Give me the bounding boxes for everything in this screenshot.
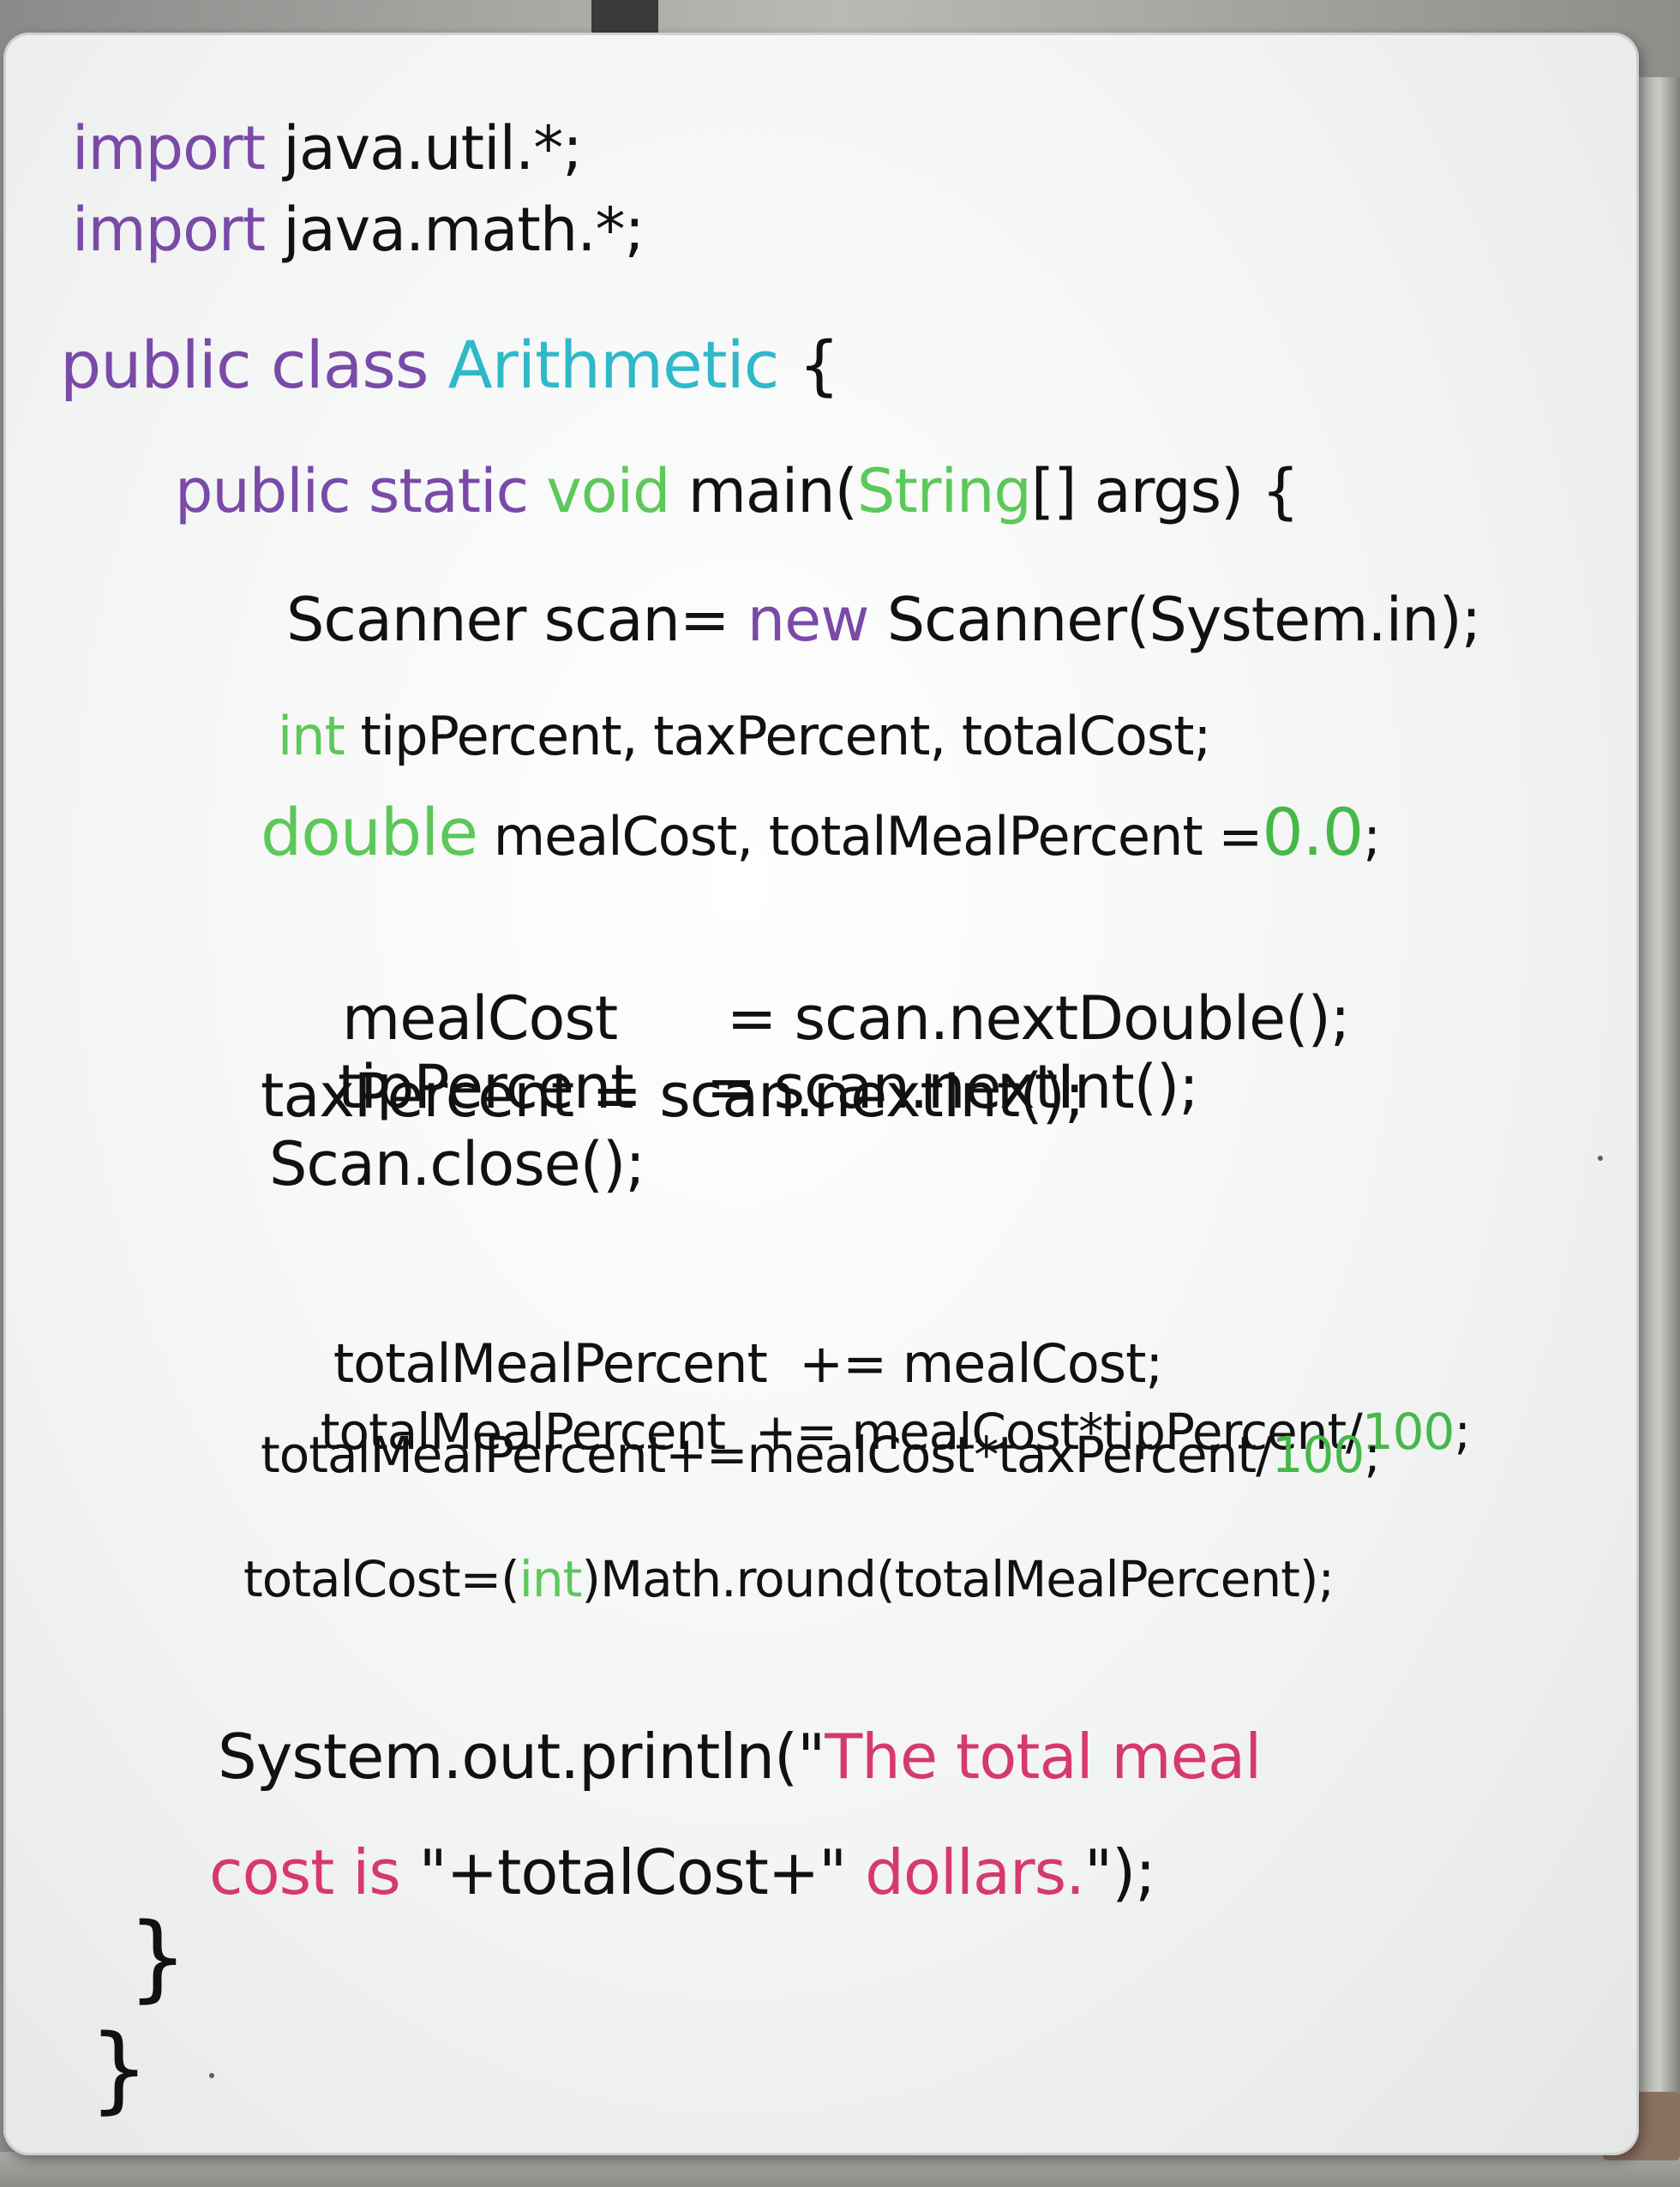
keyword: new bbox=[747, 585, 870, 655]
closing-brace: } bbox=[128, 1902, 188, 2012]
code-line-int-decl: int tipPercent, taxPercent, totalCost; bbox=[278, 710, 1211, 763]
code-text: "+totalCost+" bbox=[418, 1836, 848, 1908]
keyword: public class bbox=[60, 327, 448, 403]
string-literal: cost is bbox=[209, 1836, 419, 1908]
string-literal: The total meal bbox=[825, 1721, 1262, 1793]
code-text: java.math.*; bbox=[265, 195, 645, 265]
code-text: main( bbox=[669, 456, 858, 526]
code-line-println-start: System.out.println("The total meal bbox=[218, 1726, 1262, 1787]
code-text: tipPercent = scan.nextInt(); bbox=[338, 1052, 1199, 1122]
code-text: )Math.round(totalMealPercent); bbox=[581, 1550, 1335, 1608]
code-line-tip-read: tipPercent = scan.nextInt(); bbox=[265, 997, 1199, 1177]
code-text: taxPercent = scan.nextInt(); bbox=[261, 1060, 1085, 1131]
code-text: Scanner(System.in); bbox=[868, 585, 1482, 655]
class-name: Arithmetic bbox=[447, 327, 780, 403]
code-text: ; bbox=[1364, 1426, 1381, 1484]
code-line-scan-close: Scan.close(); bbox=[269, 1134, 645, 1194]
code-line-import-util: import java.util.*; bbox=[72, 118, 583, 178]
code-line-main-decl: public static void main(String[] args) { bbox=[175, 461, 1299, 521]
code-line-mealcost-read: mealCost = scan.nextDouble(); bbox=[269, 928, 1350, 1109]
code-text: totalMealPercent += mealCost*tipPercent/ bbox=[320, 1403, 1363, 1461]
code-line-close-class: } bbox=[89, 2022, 149, 2116]
string-literal: dollars. bbox=[846, 1836, 1085, 1908]
code-text: ; bbox=[1363, 805, 1381, 868]
code-text: totalCost=( bbox=[243, 1550, 520, 1608]
numeric-literal: 100 bbox=[1361, 1403, 1455, 1461]
code-line-tax-read: taxPercent = scan.nextInt(); bbox=[261, 1066, 1085, 1126]
code-text: mealCost = scan.nextDouble(); bbox=[342, 983, 1350, 1054]
code-line-total-add-tip: totalMealPercent += mealCost*tipPercent/… bbox=[261, 1357, 1471, 1506]
code-text: System.out.println(" bbox=[218, 1721, 825, 1793]
code-line-import-math: import java.math.*; bbox=[72, 200, 645, 260]
code-text: Scanner scan= bbox=[286, 585, 747, 655]
code-line-println-end: cost is "+totalCost+" dollars."); bbox=[209, 1842, 1156, 1903]
type-keyword: String bbox=[856, 456, 1032, 526]
type-keyword: double bbox=[261, 794, 478, 870]
code-text: [] args) { bbox=[1030, 456, 1299, 526]
code-text: totalMealPercent += mealCost; bbox=[333, 1332, 1163, 1395]
keyword: public static bbox=[175, 456, 547, 526]
code-line-scanner: Scanner scan= new Scanner(System.in); bbox=[286, 590, 1481, 650]
code-text: tipPercent, taxPercent, totalCost; bbox=[344, 705, 1212, 767]
marker-speck bbox=[209, 2073, 214, 2078]
board-tray bbox=[0, 2152, 1680, 2187]
code-line-total-cost-round: totalCost=(int)Math.round(totalMealPerce… bbox=[243, 1554, 1335, 1604]
type-keyword: int bbox=[278, 705, 345, 767]
keyword: import bbox=[72, 113, 266, 183]
type-keyword: void bbox=[546, 456, 670, 526]
code-text: Scan.close(); bbox=[269, 1129, 645, 1199]
code-text: java.util.*; bbox=[265, 113, 582, 183]
code-text: ; bbox=[1454, 1403, 1471, 1461]
code-line-total-add-tax: totalMealPercent+=mealCost*taxPercent/10… bbox=[261, 1430, 1381, 1480]
closing-brace: } bbox=[89, 2014, 149, 2124]
code-line-total-add-meal: totalMealPercent += mealCost; bbox=[269, 1284, 1163, 1444]
code-line-close-main: } bbox=[128, 1910, 188, 2004]
numeric-literal: 100 bbox=[1271, 1426, 1365, 1484]
whiteboard: import java.util.*; import java.math.*; … bbox=[3, 33, 1639, 2155]
numeric-literal: 0.0 bbox=[1262, 794, 1364, 870]
code-line-double-decl: double mealCost, totalMealPercent =0.0; bbox=[261, 800, 1381, 868]
keyword: import bbox=[72, 195, 266, 265]
code-text: mealCost, totalMealPercent = bbox=[477, 805, 1263, 868]
code-text: totalMealPercent+=mealCost*taxPercent/ bbox=[261, 1426, 1273, 1484]
marker-speck bbox=[1598, 1156, 1603, 1161]
code-text: { bbox=[778, 327, 840, 403]
code-text: "); bbox=[1084, 1836, 1155, 1908]
type-keyword: int bbox=[519, 1550, 583, 1608]
code-line-class-decl: public class Arithmetic { bbox=[60, 333, 840, 398]
